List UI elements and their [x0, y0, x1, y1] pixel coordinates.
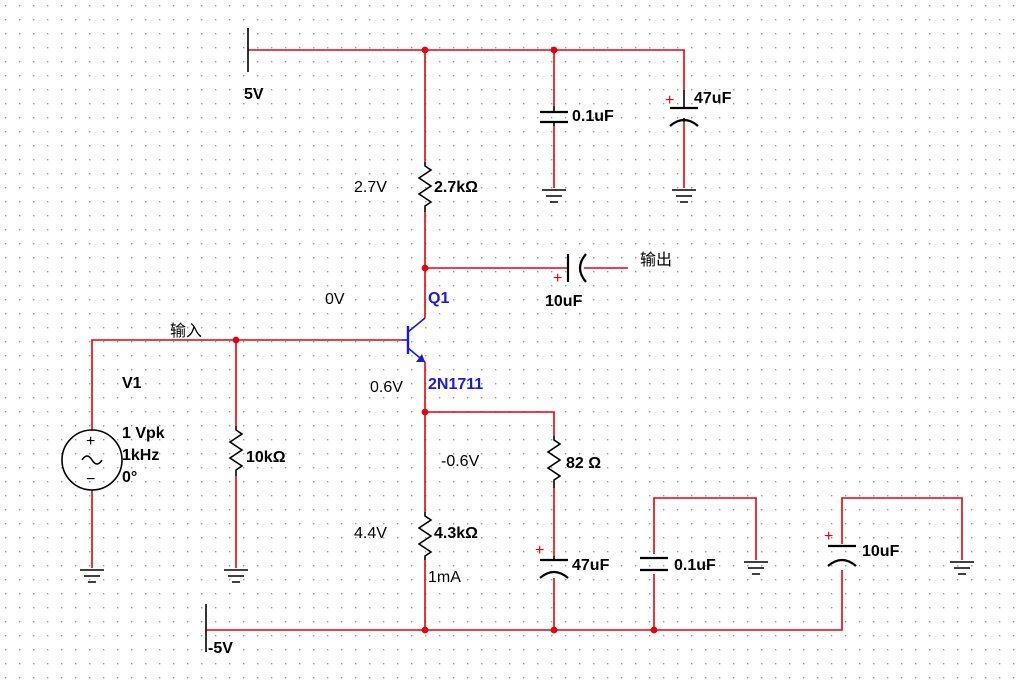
ground-icon — [672, 189, 696, 203]
c10-vee-label: 10uF — [862, 543, 900, 560]
q1-model-label: 2N1711 — [428, 376, 483, 393]
labels: 5V -5V 0.1uF 47uF 2.7kΩ 2.7V 输出 10uF 0V … — [86, 86, 900, 657]
wire-vcc-rail[interactable] — [248, 49, 685, 90]
resistor-re-icon[interactable] — [417, 512, 433, 560]
v1-plus-sign: + — [86, 433, 95, 450]
wires — [91, 49, 963, 631]
v1-minus-sign: − — [86, 471, 95, 488]
transistor-q1-icon[interactable] — [402, 317, 426, 363]
probe-v-be: 0.6V — [370, 379, 403, 396]
q1-name-label: Q1 — [428, 290, 449, 307]
wire-c10b-top[interactable] — [841, 497, 963, 560]
polarity-mark: + — [824, 528, 833, 545]
wire-input[interactable] — [91, 339, 402, 430]
rc-label: 2.7kΩ — [434, 179, 478, 196]
ground-symbols — [80, 189, 974, 583]
resistor-rc-icon[interactable] — [417, 162, 433, 212]
output-net-label: 输出 — [640, 250, 672, 269]
junction-dot — [232, 336, 240, 344]
junction-dot — [421, 626, 429, 634]
polarity-mark: + — [535, 542, 544, 559]
junction-dot — [550, 626, 558, 634]
ac-source-v1-icon[interactable] — [61, 429, 123, 491]
capacitor-c47-supply-icon[interactable] — [669, 90, 699, 127]
junction-dot — [421, 264, 429, 272]
c01-vee-label: 0.1uF — [674, 557, 716, 574]
ground-icon — [224, 569, 248, 583]
junction-dot — [421, 46, 429, 54]
junction-dot — [650, 626, 658, 634]
rb-label: 10kΩ — [246, 449, 286, 466]
v1-name-label: V1 — [122, 375, 142, 392]
resistors — [228, 162, 562, 560]
ground-icon — [744, 561, 768, 575]
capacitors — [539, 90, 857, 579]
v1-frequency-label: 1kHz — [122, 447, 159, 464]
junction-dot — [550, 46, 558, 54]
probe-i-emitter: 1mA — [428, 569, 461, 586]
c47-emitter-label: 47uF — [572, 557, 610, 574]
polarity-mark: + — [553, 270, 562, 287]
resistor-r82-icon[interactable] — [546, 436, 562, 488]
capacitor-c10-output-icon[interactable] — [566, 253, 587, 283]
ground-icon — [542, 189, 566, 203]
ground-icon — [950, 561, 974, 575]
junction-dot — [421, 408, 429, 416]
wire-c01b-top[interactable] — [653, 497, 757, 560]
polarity-mark: + — [665, 92, 674, 109]
capacitor-c01-vee-icon[interactable] — [640, 556, 668, 572]
vcc-label: 5V — [244, 86, 264, 103]
vee-label: -5V — [208, 640, 233, 657]
c47-supply-label: 47uF — [694, 90, 732, 107]
resistor-rb-icon[interactable] — [228, 426, 244, 476]
c10-output-label: 10uF — [545, 293, 583, 310]
probe-v-base: 0V — [325, 291, 345, 308]
c01-supply-label: 0.1uF — [572, 108, 614, 125]
polarity-marks: + + + + — [535, 92, 833, 559]
re-label: 4.3kΩ — [434, 525, 478, 542]
ground-icon — [80, 569, 104, 583]
v1-phase-label: 0° — [122, 469, 137, 486]
wire-vee-rail[interactable] — [206, 570, 843, 631]
wire-emitter-bypass[interactable] — [425, 411, 555, 436]
probe-v-collector-drop: 2.7V — [354, 179, 387, 196]
r82-label: 82 Ω — [566, 455, 601, 472]
capacitor-c47-emitter-icon[interactable] — [539, 556, 569, 579]
input-net-label: 输入 — [170, 321, 202, 340]
capacitor-c01-supply-icon[interactable] — [540, 106, 568, 126]
capacitor-c10-vee-icon[interactable] — [827, 544, 857, 567]
probe-v-emitter-drop: 4.4V — [354, 525, 387, 542]
probe-v-emitter: -0.6V — [441, 453, 480, 470]
junctions — [232, 46, 658, 634]
v1-amplitude-label: 1 Vpk — [122, 425, 165, 442]
